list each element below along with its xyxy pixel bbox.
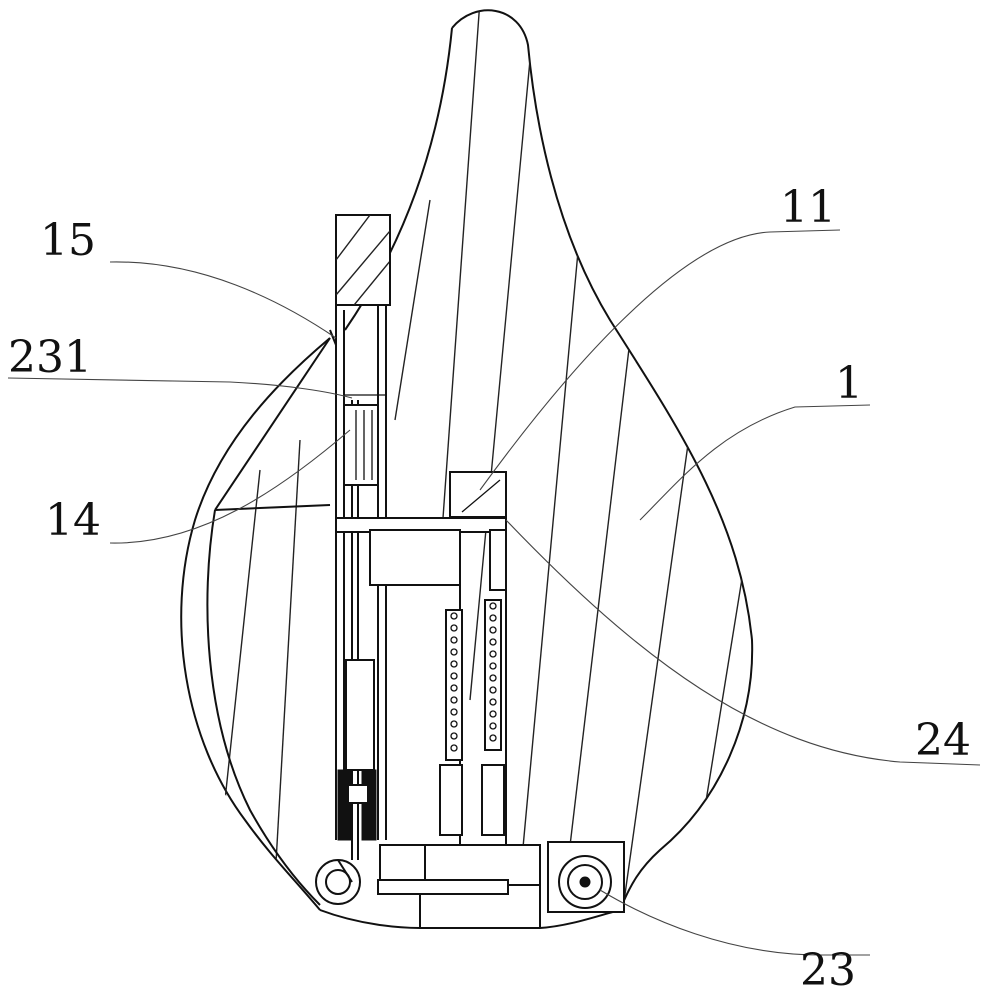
- slider-box: [369, 529, 461, 586]
- lower-block-right: [481, 764, 505, 836]
- spring-housing-14: [343, 404, 379, 486]
- housing-lower-left-outline: [180, 337, 331, 911]
- body-hatching: [224, 10, 746, 910]
- rod-guide: [345, 659, 375, 771]
- leader-231: [7, 377, 353, 399]
- base-block-mid: [424, 844, 541, 886]
- coil-spring-right: [484, 599, 502, 751]
- label-15: 15: [40, 215, 96, 266]
- label-24: 24: [915, 715, 971, 766]
- block-step: [378, 240, 391, 306]
- stop-block-11: [449, 471, 507, 518]
- actuator-left: [337, 769, 353, 841]
- label-1: 1: [835, 358, 863, 409]
- seal-24: [489, 529, 507, 591]
- cap-seam: [214, 504, 331, 511]
- leader-23: [599, 889, 870, 956]
- roller-axle: [579, 876, 591, 888]
- label-23: 23: [800, 945, 856, 996]
- cover-cap-15: [214, 337, 331, 511]
- coil-spring-left: [445, 609, 463, 761]
- top-block: [335, 214, 391, 306]
- actuator-cap: [347, 784, 369, 804]
- base-rail: [377, 879, 509, 895]
- inner-wall-left: [206, 509, 321, 906]
- leader-24: [505, 519, 981, 766]
- label-14: 14: [45, 495, 101, 546]
- leader-14: [109, 429, 351, 544]
- label-11: 11: [780, 182, 836, 233]
- leader-11: [479, 229, 841, 491]
- leader-15: [109, 261, 337, 339]
- housing-outline: [451, 9, 754, 911]
- leader-1: [639, 404, 871, 521]
- lower-block-left: [439, 764, 463, 836]
- actuator-right: [361, 769, 377, 841]
- label-231: 231: [8, 332, 92, 383]
